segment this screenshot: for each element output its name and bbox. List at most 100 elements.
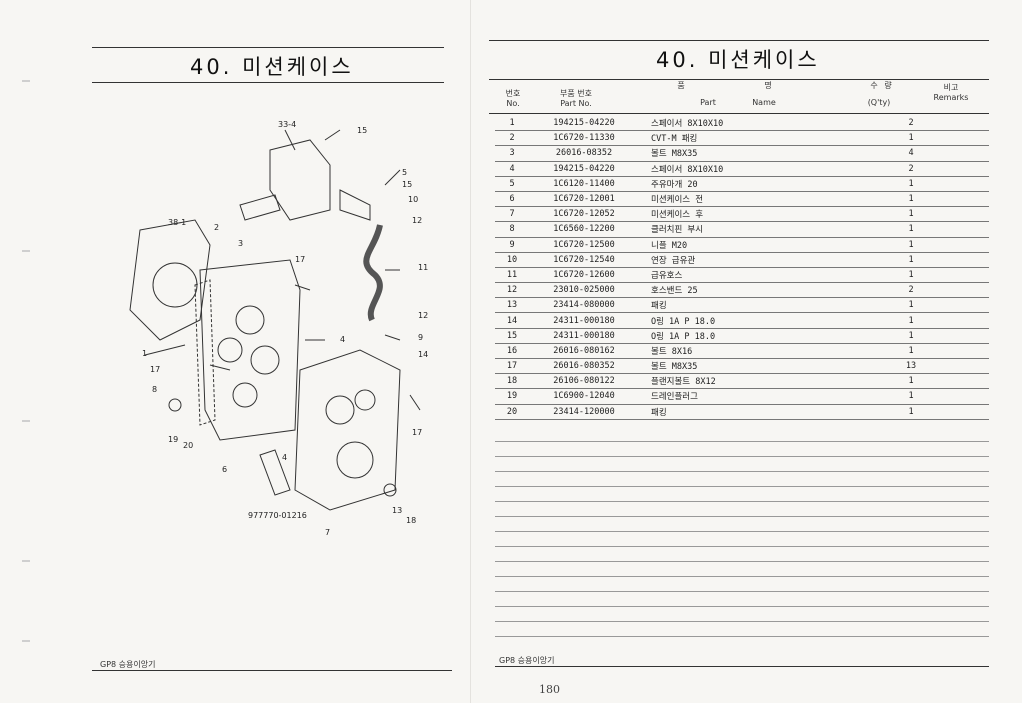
left-page: 40. 미션케이스 bbox=[0, 0, 470, 703]
part-name: 패킹 bbox=[639, 297, 861, 314]
margin-mark bbox=[22, 420, 30, 422]
callout-label: 14 bbox=[418, 350, 428, 359]
part-name: 급유호스 bbox=[639, 267, 861, 284]
side-cover bbox=[129, 219, 211, 341]
row-number: 12 bbox=[495, 282, 529, 299]
remarks bbox=[961, 145, 989, 162]
part-name: 드레인플러그 bbox=[639, 388, 861, 405]
quantity: 1 bbox=[861, 328, 961, 344]
quantity: 1 bbox=[861, 221, 961, 238]
diagram-part-number: 977770-01216 bbox=[248, 511, 307, 520]
quantity: 2 bbox=[861, 282, 961, 299]
callout-label: 18 bbox=[406, 516, 416, 525]
row-number: 19 bbox=[495, 388, 529, 405]
part-name: 미션케이스 전 bbox=[639, 191, 861, 208]
part-name: 주유마개 20 bbox=[639, 176, 861, 192]
part-name: 호스밴드 25 bbox=[639, 282, 861, 299]
callout-label: 2 bbox=[214, 223, 219, 232]
part-number: 26016-080352 bbox=[529, 358, 639, 375]
row-number: 11 bbox=[495, 267, 529, 284]
remarks bbox=[961, 328, 989, 344]
callout-label: 15 bbox=[357, 126, 367, 135]
header-name-ko-1: 품 bbox=[677, 81, 685, 90]
callout-label: 11 bbox=[418, 263, 428, 272]
row-number: 9 bbox=[495, 237, 529, 253]
blank-line bbox=[495, 636, 989, 637]
part-number: 26016-08352 bbox=[529, 145, 639, 162]
blank-line bbox=[495, 591, 989, 592]
row-number: 1 bbox=[495, 116, 529, 132]
blank-line bbox=[495, 546, 989, 547]
remarks bbox=[961, 191, 989, 208]
row-number: 13 bbox=[495, 297, 529, 314]
remarks bbox=[961, 282, 989, 299]
header-rule bbox=[489, 113, 989, 114]
part-number: 1C6900-12040 bbox=[529, 388, 639, 405]
quantity: 1 bbox=[861, 297, 961, 314]
callout-label: 17 bbox=[412, 428, 422, 437]
row-number: 7 bbox=[495, 206, 529, 223]
quantity: 1 bbox=[861, 252, 961, 268]
margin-mark bbox=[22, 250, 30, 252]
bracket-tab bbox=[339, 189, 371, 221]
cover-bore bbox=[152, 262, 198, 308]
header-name-en-2: Name bbox=[752, 98, 776, 107]
callout-label: 19 bbox=[168, 435, 178, 444]
remarks bbox=[961, 221, 989, 238]
callout-label: 20 bbox=[183, 441, 193, 450]
hose-shape bbox=[363, 224, 383, 322]
blank-line bbox=[495, 456, 989, 457]
callout-label: 17 bbox=[295, 255, 305, 264]
margin-mark bbox=[22, 560, 30, 562]
header-qty-ko-2: 량 bbox=[884, 81, 892, 90]
row-number: 6 bbox=[495, 191, 529, 208]
callout-label: 38-1 bbox=[168, 218, 186, 227]
quantity: 1 bbox=[861, 237, 961, 253]
remarks bbox=[961, 388, 989, 405]
remarks bbox=[961, 267, 989, 284]
quantity: 1 bbox=[861, 130, 961, 147]
part-name: 스페이서 8X10X10 bbox=[639, 116, 861, 132]
clutch-bushing bbox=[259, 449, 291, 496]
part-number: 1C6720-12540 bbox=[529, 252, 639, 268]
header-name-en-1: Part bbox=[700, 98, 716, 107]
footer-text: GP8 승용이앙기 bbox=[100, 660, 156, 669]
blank-line bbox=[495, 486, 989, 487]
remarks bbox=[961, 358, 989, 375]
callout-label: 15 bbox=[402, 180, 412, 189]
quantity: 1 bbox=[861, 388, 961, 405]
row-number: 17 bbox=[495, 358, 529, 375]
part-name: 니플 M20 bbox=[639, 237, 861, 253]
part-name: O링 1A P 18.0 bbox=[639, 328, 861, 344]
remarks bbox=[961, 176, 989, 192]
part-number: 1C6720-11330 bbox=[529, 130, 639, 147]
row-number: 4 bbox=[495, 161, 529, 177]
blank-line bbox=[495, 516, 989, 517]
remarks bbox=[961, 206, 989, 223]
bracket-arm bbox=[239, 194, 281, 221]
gasket bbox=[194, 279, 216, 426]
quantity: 1 bbox=[861, 373, 961, 390]
part-name: 볼트 8X16 bbox=[639, 343, 861, 360]
drain-plug bbox=[168, 398, 182, 412]
rear-case bbox=[294, 349, 401, 511]
part-number: 23414-080000 bbox=[529, 297, 639, 314]
quantity: 2 bbox=[861, 161, 961, 177]
part-name: 스페이서 8X10X10 bbox=[639, 161, 861, 177]
callout-label: 17 bbox=[150, 365, 160, 374]
callout-label: 10 bbox=[408, 195, 418, 204]
quantity: 1 bbox=[861, 312, 961, 329]
title-rule-top bbox=[92, 47, 444, 48]
